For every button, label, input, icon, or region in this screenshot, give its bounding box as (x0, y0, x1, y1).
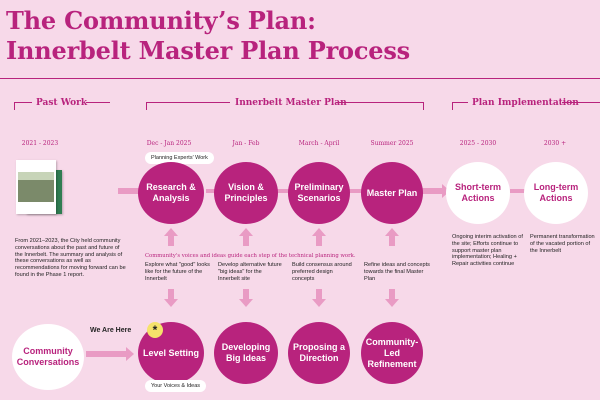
we-are-here-label: We Are Here (90, 327, 132, 334)
desc-big-ideas: Develop alternative future "big ideas" f… (218, 262, 282, 282)
desc-short-term: Ongoing interim activation of the site; … (452, 234, 523, 268)
phase-date-3: Jan - Feb (232, 140, 260, 147)
title-line-2: Innerbelt Master Plan Process (6, 36, 410, 65)
arrow-down-4 (385, 289, 399, 307)
section-past-work: Past Work (36, 98, 88, 108)
bracket-past-right (86, 102, 110, 110)
connector-5 (510, 189, 526, 193)
desc-level-setting: Explore what "good" looks like for the f… (145, 262, 210, 282)
arrow-up-3 (312, 228, 326, 246)
step-developing-big-ideas: Developing Big Ideas (214, 322, 278, 384)
arrow-down-2 (239, 289, 253, 307)
arrow-up-1 (164, 228, 178, 246)
bracket-master-right (336, 102, 424, 110)
planning-experts-pill: Planning Experts' Work (145, 152, 214, 164)
connector-2 (276, 189, 292, 193)
step-level-setting: Level Setting (138, 322, 204, 384)
step-long-term-actions: Long-term Actions (524, 162, 588, 224)
phase-date-2: Dec - Jan 2025 (146, 140, 192, 147)
phase-1-report-image (16, 160, 56, 214)
phase-date-5: Summer 2025 (370, 140, 414, 147)
phase-date-7: 2030 + (543, 140, 567, 147)
we-are-here-star-icon: * (147, 322, 163, 338)
arrow-down-1 (164, 289, 178, 307)
phase-date-6: 2025 - 2030 (459, 140, 497, 147)
phase-date-1: 2021 - 2023 (21, 140, 59, 147)
step-research-analysis: Research & Analysis (138, 162, 204, 224)
connector-1 (206, 189, 220, 193)
report-cover-photo (18, 172, 54, 202)
desc-refinement: Refine ideas and concepts towards the fi… (364, 262, 430, 282)
step-short-term-actions: Short-term Actions (446, 162, 510, 224)
your-voices-pill: Your Voices & Ideas (145, 380, 207, 392)
phase-date-4: March - April (298, 140, 340, 147)
arrow-to-level-setting (86, 347, 134, 361)
report-cover-title (16, 160, 56, 172)
section-plan-implementation: Plan Implementation (472, 98, 579, 108)
bracket-impl-right (562, 102, 600, 110)
title-divider (0, 78, 600, 79)
title-line-1: The Community’s Plan: (6, 6, 316, 35)
connector-3 (348, 189, 364, 193)
step-preliminary-scenarios: Preliminary Scenarios (288, 162, 350, 224)
step-community-conversations: Community Conversations (12, 324, 84, 390)
arrow-to-short-term (422, 184, 450, 198)
desc-past-work: From 2021–2023, the City held community … (15, 238, 126, 278)
center-note: Community's voices and ideas guide each … (145, 253, 356, 259)
page-title: The Community’s Plan: Innerbelt Master P… (6, 6, 410, 66)
bracket-master-left (146, 102, 230, 110)
bracket-past-tick (14, 102, 15, 110)
step-proposing-direction: Proposing a Direction (288, 322, 350, 384)
bracket-impl-left (452, 102, 468, 110)
desc-direction: Build consensus around preferred design … (292, 262, 352, 282)
step-community-led-refinement: Community-Led Refinement (361, 322, 423, 384)
bracket-past-left (14, 102, 32, 110)
arrow-up-4 (385, 228, 399, 246)
arrow-down-3 (312, 289, 326, 307)
desc-long-term: Permanent transformation of the vacated … (530, 234, 595, 254)
arrow-up-2 (239, 228, 253, 246)
step-vision-principles: Vision & Principles (214, 162, 278, 224)
section-innerbelt-master-plan: Innerbelt Master Plan (235, 98, 347, 108)
step-master-plan: Master Plan (361, 162, 423, 224)
